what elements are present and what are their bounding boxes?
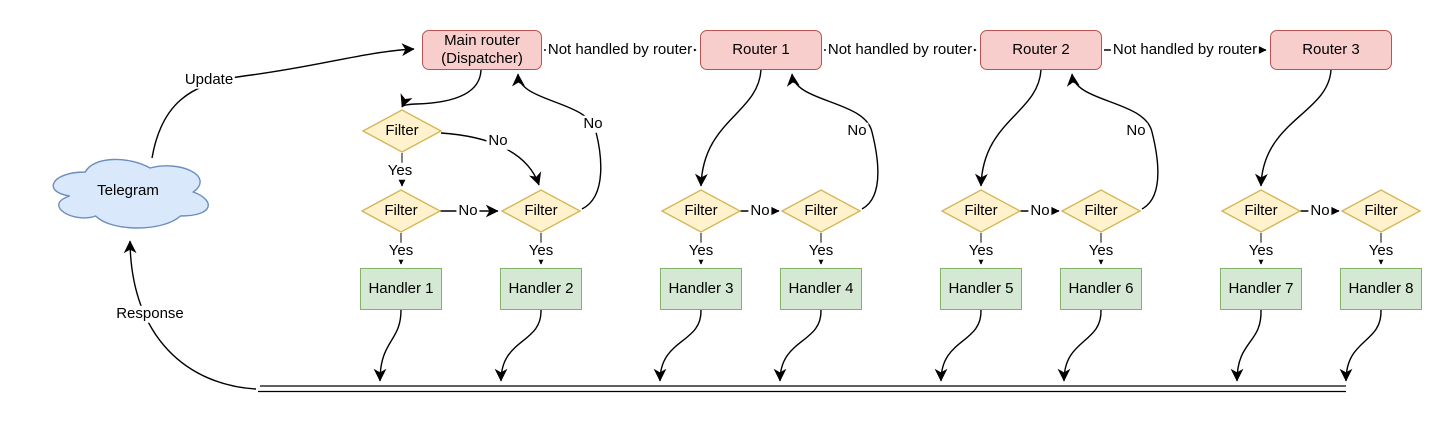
edge-handler8-out <box>1339 309 1382 382</box>
filter-b-right-shape <box>780 189 862 233</box>
filter-c-left-shape <box>940 189 1022 233</box>
edge-router3-to-filter <box>1254 69 1332 187</box>
edge-filter-a-return-no <box>512 73 602 210</box>
edge-dispatcher-to-filter <box>400 69 482 108</box>
yes-label-5: Yes <box>966 241 996 260</box>
no-label-a-top: No <box>486 131 510 150</box>
filter-d-right-label: Filter <box>1364 201 1398 219</box>
no-label-c-return: No <box>1124 121 1148 140</box>
edge-handler2-out <box>494 309 542 382</box>
handler-6-label: Handler 6 <box>1068 280 1134 297</box>
filter-a-right-label: Filter <box>524 201 558 219</box>
filter-d-left-label: Filter <box>1244 201 1278 219</box>
not-handled-label-1: Not handled by router <box>545 40 695 59</box>
router-3-node: Router 3 <box>1270 30 1392 70</box>
edge-update <box>151 43 415 159</box>
handler-7-node: Handler 7 <box>1220 268 1302 310</box>
router-2-node: Router 2 <box>980 30 1102 70</box>
no-label-b-row: No <box>748 201 772 220</box>
handler-5-node: Handler 5 <box>940 268 1022 310</box>
main-router-label-line1: Main router <box>444 32 520 49</box>
handler-4-node: Handler 4 <box>780 268 862 310</box>
edge-filter-b-return-no <box>786 73 879 210</box>
no-label-c-row: No <box>1028 201 1052 220</box>
filter-c-right-label: Filter <box>1084 201 1118 219</box>
update-edge-label: Update <box>182 70 236 89</box>
filter-c-left-label: Filter <box>964 201 998 219</box>
filter-a-left-label: Filter <box>384 201 418 219</box>
main-router-label-line2: (Dispatcher) <box>441 50 523 67</box>
filter-b-right-label: Filter <box>804 201 838 219</box>
edge-response <box>123 240 257 390</box>
not-handled-label-3: Not handled by router <box>1110 40 1260 59</box>
filter-b-left-shape <box>660 189 742 233</box>
yes-label-1: Yes <box>386 241 416 260</box>
edge-router2-to-filter <box>974 69 1042 187</box>
filter-a-right-shape <box>500 189 582 233</box>
yes-label-2: Yes <box>526 241 556 260</box>
handler-2-node: Handler 2 <box>500 268 582 310</box>
handler-3-node: Handler 3 <box>660 268 742 310</box>
handler-1-node: Handler 1 <box>360 268 442 310</box>
edge-handler5-out <box>934 309 982 382</box>
filter-d-right-shape <box>1340 189 1422 233</box>
edge-filter-c-return-no <box>1066 73 1159 210</box>
no-label-a-row: No <box>456 201 480 220</box>
router-3-label: Router 3 <box>1302 41 1360 58</box>
handler-3-label: Handler 3 <box>668 280 734 297</box>
handler-5-label: Handler 5 <box>948 280 1014 297</box>
main-router-node: Main router (Dispatcher) <box>422 30 542 70</box>
edge-handler1-out <box>373 309 402 382</box>
filter-a-left-shape <box>360 189 442 233</box>
router-1-label: Router 1 <box>732 41 790 58</box>
handler-1-label: Handler 1 <box>368 280 434 297</box>
handler-7-label: Handler 7 <box>1228 280 1294 297</box>
edge-handler4-out <box>773 309 822 382</box>
filter-b-left-label: Filter <box>684 201 718 219</box>
edge-handler7-out <box>1230 309 1262 382</box>
filter-c-right-shape <box>1060 189 1142 233</box>
edge-handler3-out <box>653 309 702 382</box>
telegram-cloud-shape <box>52 158 209 229</box>
filter-a-top-shape <box>361 109 443 153</box>
yes-label-3: Yes <box>686 241 716 260</box>
not-handled-label-2: Not handled by router <box>825 40 975 59</box>
yes-label-a-top: Yes <box>385 161 415 180</box>
no-label-d-row: No <box>1308 201 1332 220</box>
handler-4-label: Handler 4 <box>788 280 854 297</box>
yes-label-4: Yes <box>806 241 836 260</box>
filter-d-left-shape <box>1220 189 1302 233</box>
filter-a-top-label: Filter <box>385 121 419 139</box>
handler-8-node: Handler 8 <box>1340 268 1422 310</box>
no-label-b-return: No <box>845 121 869 140</box>
yes-label-6: Yes <box>1086 241 1116 260</box>
yes-label-8: Yes <box>1366 241 1396 260</box>
router-1-node: Router 1 <box>700 30 822 70</box>
handler-2-label: Handler 2 <box>508 280 574 297</box>
response-edge-label: Response <box>114 304 186 323</box>
handler-6-node: Handler 6 <box>1060 268 1142 310</box>
edge-handler6-out <box>1057 309 1102 382</box>
telegram-label: Telegram <box>97 181 159 199</box>
yes-label-7: Yes <box>1246 241 1276 260</box>
router-2-label: Router 2 <box>1012 41 1070 58</box>
handler-8-label: Handler 8 <box>1348 280 1414 297</box>
edge-router1-to-filter <box>694 69 762 187</box>
no-label-a-return: No <box>581 114 605 133</box>
